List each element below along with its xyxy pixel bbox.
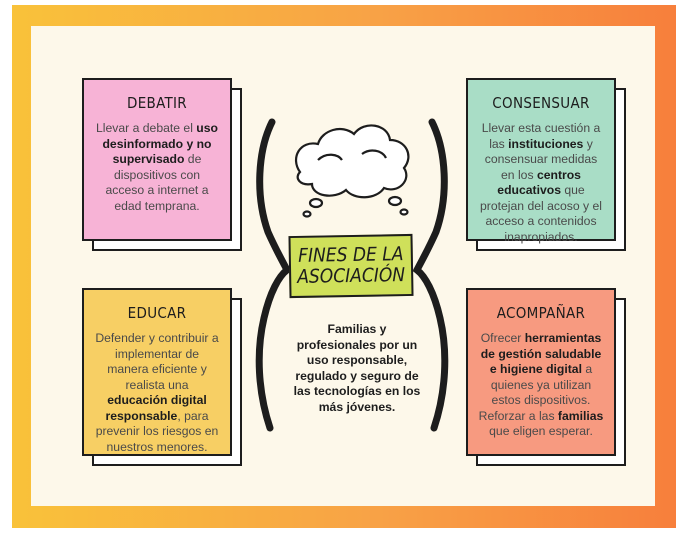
card-debatir-face: DEBATIR Llevar a debate el uso desinform… [82, 78, 232, 241]
card-educar-title: EDUCAR [127, 304, 187, 322]
card-acompanar-title: ACOMPAÑAR [496, 304, 586, 322]
card-educar-text: Defender y contribuir a implementar de m… [95, 331, 219, 454]
card-debatir-text: Llevar a debate el uso desinformado y no… [96, 121, 218, 213]
center-title-line2: ASOCIACIÓN [297, 264, 406, 288]
card-consensuar: CONSENSUAR Llevar esta cuestión a las in… [466, 78, 626, 251]
card-debatir-title: DEBATIR [127, 94, 187, 112]
card-acompanar: ACOMPAÑAR Ofrecer herramientas de gestió… [466, 288, 626, 466]
center-title-box: FINES DE LA ASOCIACIÓN [288, 233, 414, 299]
card-educar-face: EDUCAR Defender y contribuir a implement… [82, 288, 232, 456]
center-description: Familias y profesionales por un uso resp… [293, 322, 421, 414]
right-brace-icon [412, 118, 449, 432]
card-debatir: DEBATIR Llevar a debate el uso desinform… [82, 78, 242, 251]
card-acompanar-face: ACOMPAÑAR Ofrecer herramientas de gestió… [466, 288, 616, 456]
card-consensuar-text: Llevar esta cuestión a las instituciones… [480, 121, 602, 244]
thought-cloud-icon [294, 124, 410, 218]
card-consensuar-face: CONSENSUAR Llevar esta cuestión a las in… [466, 78, 616, 244]
card-acompanar-text: Ofrecer herramientas de gestión saludabl… [478, 331, 604, 438]
left-brace-icon [255, 118, 292, 432]
card-educar: EDUCAR Defender y contribuir a implement… [82, 288, 242, 466]
card-consensuar-title: CONSENSUAR [492, 94, 590, 112]
